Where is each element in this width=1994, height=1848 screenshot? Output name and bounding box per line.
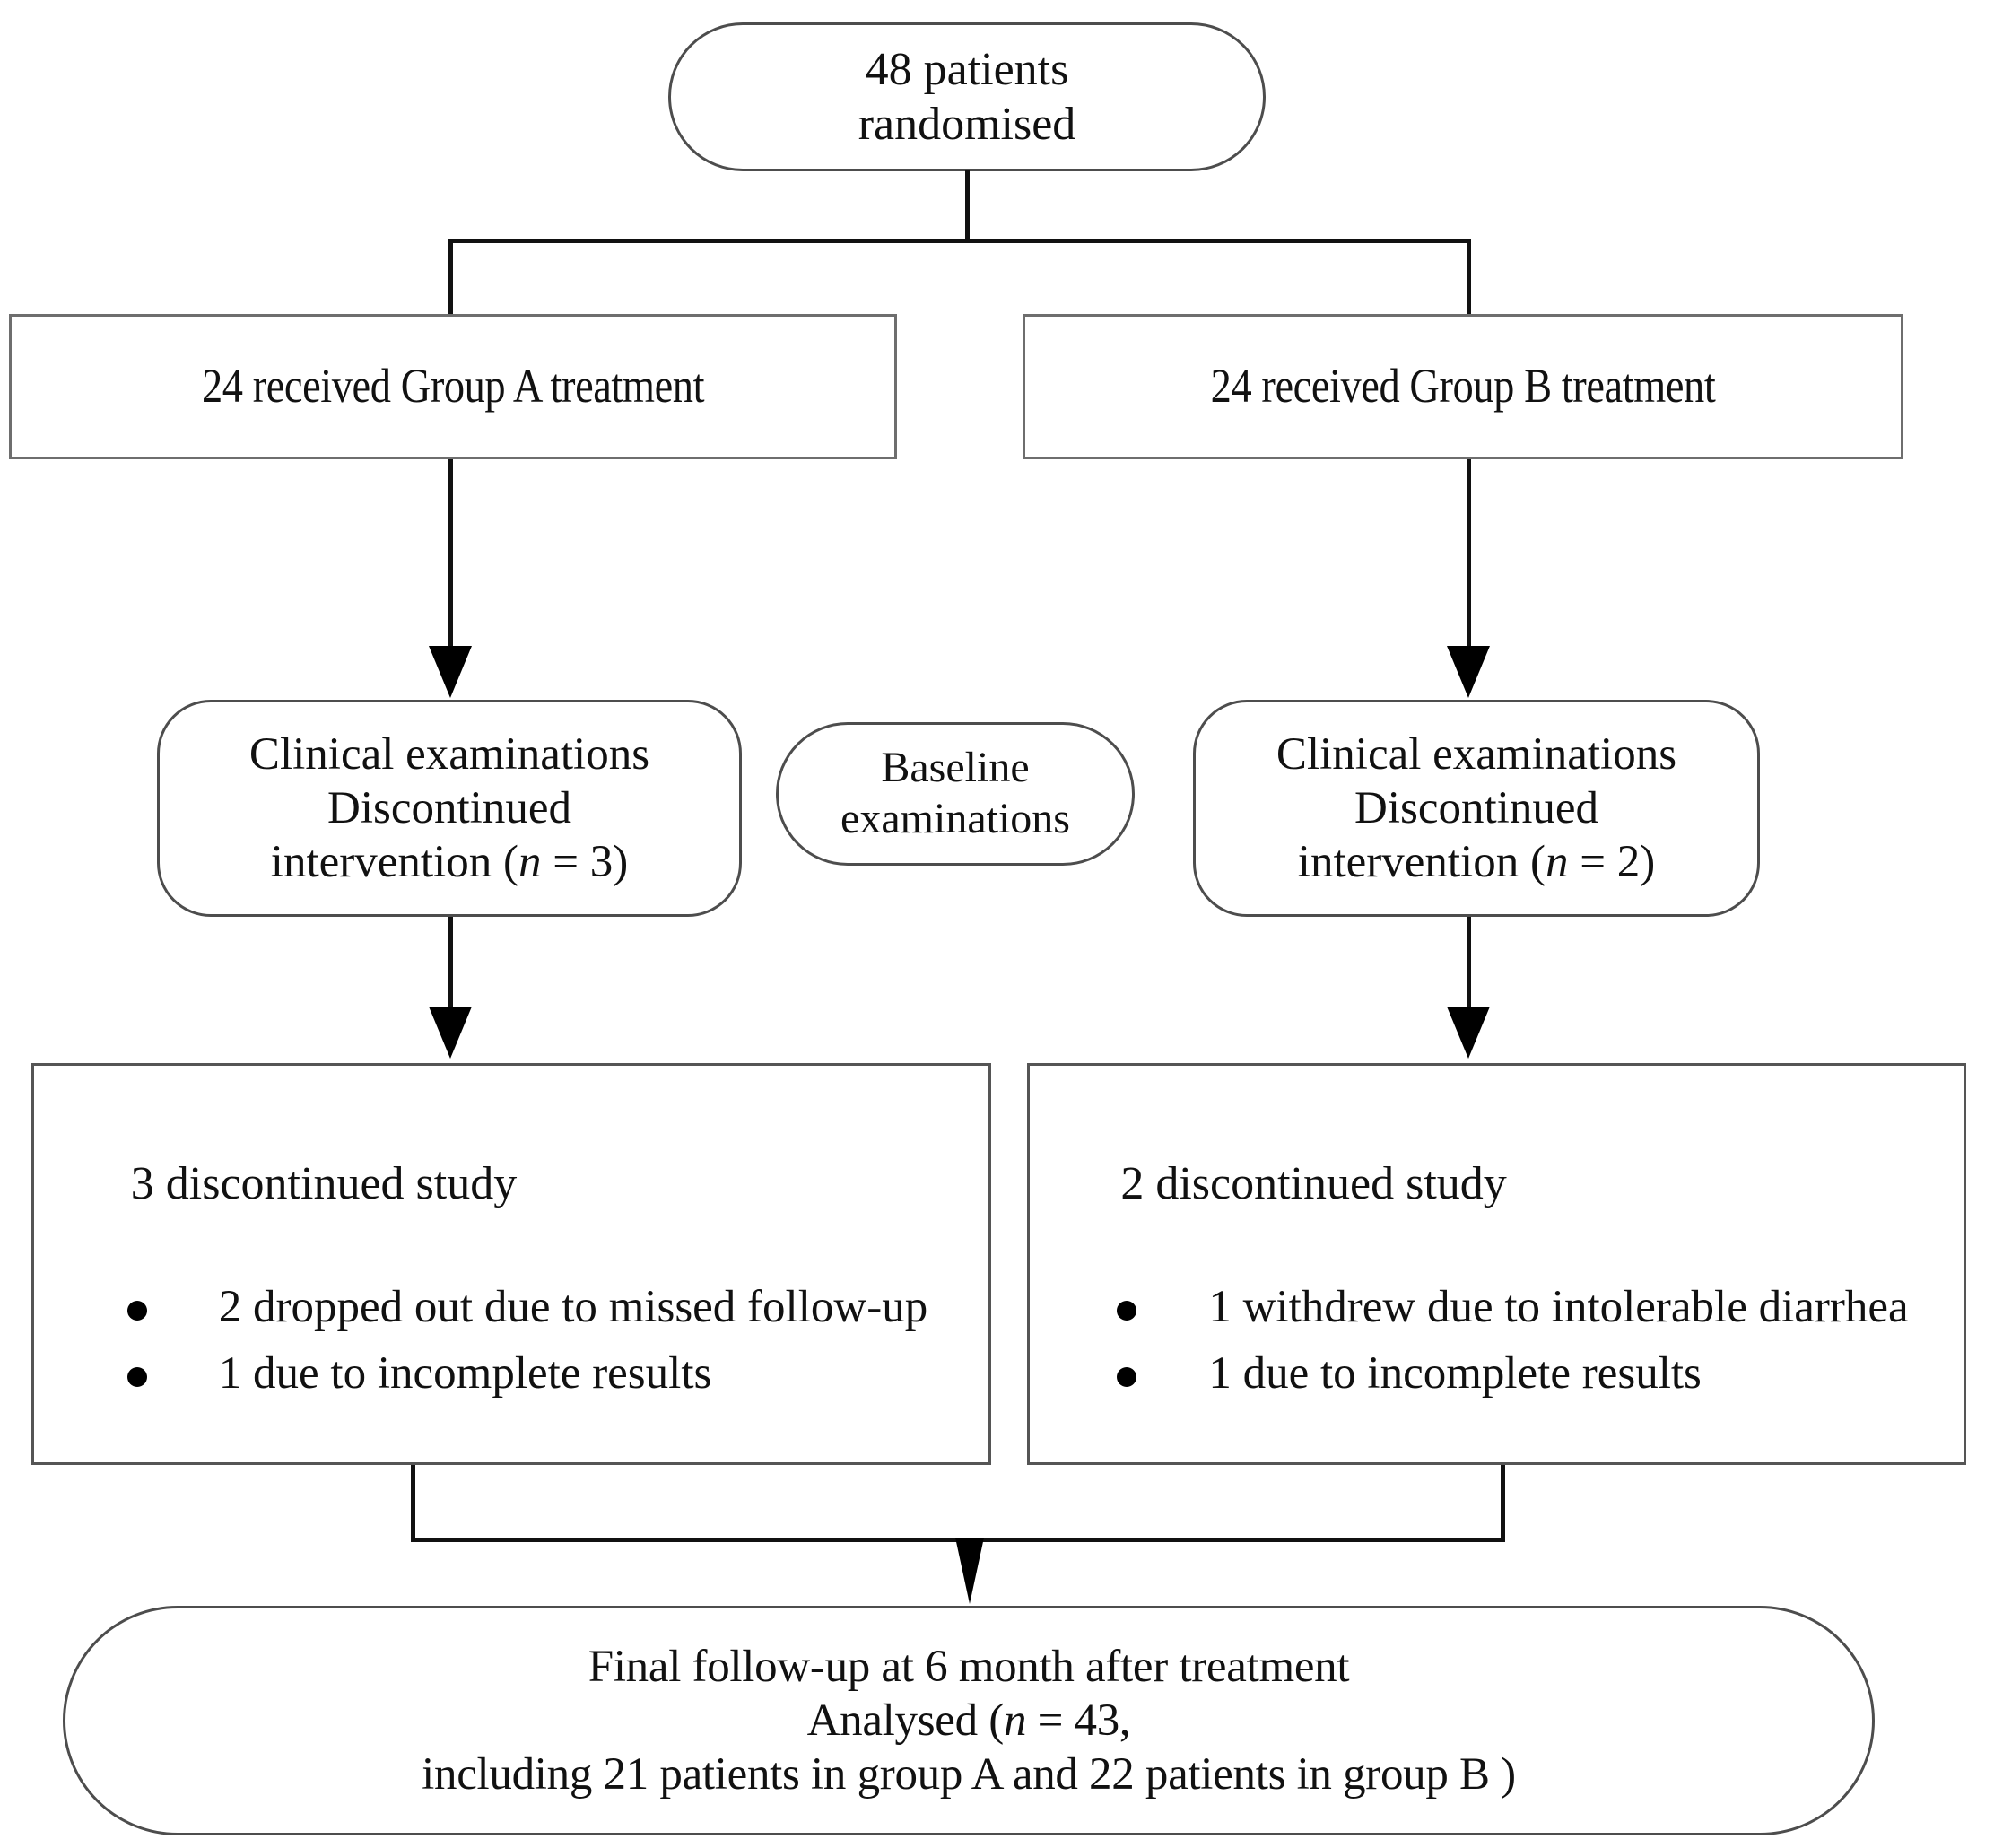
node-line-3-n: n	[518, 837, 542, 888]
list-item: 1 due to incomplete results	[1084, 1347, 1908, 1400]
bullet-text: 2 dropped out due to missed follow-up	[218, 1281, 928, 1332]
node-line-2: Discontinued	[1354, 782, 1598, 833]
connector-split-bar	[448, 239, 1471, 243]
node-line-1: Final follow-up at 6 month after treatme…	[588, 1641, 1350, 1692]
node-discontinued-study-b: 2 discontinued study 1 withdrew due to i…	[1027, 1063, 1966, 1465]
node-line-3: intervention (n = 2)	[1196, 835, 1757, 889]
node-line-3-post: = 3)	[541, 837, 629, 888]
node-text: Clinical examinations Discontinued inter…	[160, 728, 739, 890]
node-line-2: randomised	[858, 99, 1076, 150]
node-line-2: examinations	[840, 795, 1070, 842]
node-line-3-pre: intervention (	[270, 837, 518, 888]
bullet-text: 1 due to incomplete results	[218, 1347, 712, 1399]
node-line-2-n: n	[1003, 1695, 1027, 1746]
arrowhead-group-a-to-exam-a	[429, 646, 472, 698]
panel-heading: 3 discontinued study	[130, 1158, 518, 1210]
node-line-1: 24 received Group B treatment	[1210, 359, 1716, 414]
node-text: Final follow-up at 6 month after treatme…	[65, 1640, 1872, 1802]
bullet-text: 1 withdrew due to intolerable diarrhea	[1208, 1281, 1909, 1332]
panel-content: 3 discontinued study 2 dropped out due t…	[95, 1115, 927, 1413]
bullet-list: 2 dropped out due to missed follow-up 1 …	[95, 1280, 927, 1400]
connector-split-left-drop	[448, 239, 453, 316]
panel-content: 2 discontinued study 1 withdrew due to i…	[1084, 1115, 1909, 1413]
node-text: Baseline examinations	[779, 743, 1132, 844]
bullet-text: 1 due to incomplete results	[1208, 1347, 1702, 1399]
panel-heading: 2 discontinued study	[1120, 1158, 1507, 1210]
bullet-dot-icon	[126, 1367, 147, 1388]
node-line-3-n: n	[1545, 837, 1569, 888]
node-text: Clinical examinations Discontinued inter…	[1196, 728, 1757, 890]
node-line-1: 48 patients	[865, 43, 1069, 95]
node-line-3: intervention (n = 3)	[160, 835, 739, 889]
node-clinical-examinations-a: Clinical examinations Discontinued inter…	[157, 700, 742, 917]
node-text: 24 received Group B treatment	[1025, 358, 1901, 415]
list-item: 2 dropped out due to missed follow-up	[95, 1280, 927, 1334]
node-line-3-post: = 2)	[1568, 837, 1656, 888]
node-line-1: Baseline	[881, 744, 1030, 792]
node-baseline-examinations: Baseline examinations	[776, 722, 1135, 866]
connector-disc-b-stub	[1501, 1465, 1505, 1542]
node-discontinued-study-a: 3 discontinued study 2 dropped out due t…	[31, 1063, 991, 1465]
node-line-2-pre: Analysed (	[806, 1695, 1005, 1746]
bullet-dot-icon	[1117, 1300, 1137, 1321]
connector-exam-b-to-disc-b	[1467, 917, 1471, 1010]
node-line-1: 24 received Group A treatment	[201, 359, 705, 414]
node-line-2: Discontinued	[327, 782, 571, 833]
node-group-b-treatment: 24 received Group B treatment	[1023, 314, 1903, 459]
arrowhead-merge-to-final	[955, 1538, 984, 1604]
bullet-list: 1 withdrew due to intolerable diarrhea 1…	[1084, 1280, 1909, 1400]
connector-exam-a-to-disc-a	[448, 917, 453, 1010]
connector-group-b-to-exam-b	[1467, 459, 1471, 649]
node-line-3-pre: intervention (	[1297, 837, 1546, 888]
node-line-1: Clinical examinations	[248, 728, 650, 780]
arrowhead-exam-b-to-disc-b	[1447, 1007, 1490, 1059]
node-line-1: Clinical examinations	[1276, 728, 1677, 780]
arrowhead-exam-a-to-disc-a	[429, 1007, 472, 1059]
connector-split-right-drop	[1467, 239, 1471, 316]
node-line-2: Analysed (n = 43,	[65, 1694, 1872, 1748]
connector-group-a-to-exam-a	[448, 459, 453, 649]
node-group-a-treatment: 24 received Group A treatment	[9, 314, 897, 459]
node-line-3: including 21 patients in group A and 22 …	[422, 1749, 1516, 1800]
list-item: 1 withdrew due to intolerable diarrhea	[1084, 1280, 1909, 1334]
bullet-dot-icon	[1117, 1367, 1137, 1388]
node-text: 24 received Group A treatment	[12, 358, 894, 415]
node-text: 48 patients randomised	[671, 42, 1263, 153]
node-clinical-examinations-b: Clinical examinations Discontinued inter…	[1193, 700, 1760, 917]
list-item: 1 due to incomplete results	[95, 1347, 927, 1400]
node-final-followup: Final follow-up at 6 month after treatme…	[63, 1606, 1875, 1835]
arrowhead-group-b-to-exam-b	[1447, 646, 1490, 698]
node-line-2-post: = 43,	[1026, 1695, 1131, 1746]
connector-disc-a-stub	[411, 1465, 415, 1542]
node-patients-randomised: 48 patients randomised	[668, 22, 1266, 171]
connector-randomised-stem	[965, 170, 970, 242]
bullet-dot-icon	[126, 1300, 147, 1321]
